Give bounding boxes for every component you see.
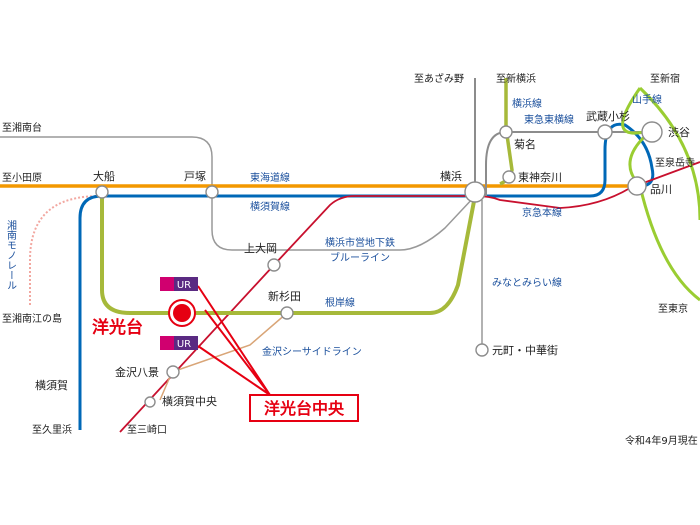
station-node-musashi-kosugi — [597, 124, 613, 140]
yokodai-label: 洋光台 — [92, 317, 143, 338]
station-label-kamiooka: 上大岡 — [244, 241, 277, 255]
dest-tokyo: 至東京 — [658, 302, 688, 315]
station-label-musashi-kosugi: 武蔵小杉 — [586, 109, 630, 123]
line-label-yokosuka: 横須賀線 — [250, 200, 290, 213]
station-node-yokohama — [464, 181, 486, 203]
line-label-monorail: 湘南モノレール — [5, 219, 17, 290]
highlight-label: 洋光台中央 — [264, 399, 345, 418]
line-label-blueline-2: ブルーライン — [330, 251, 390, 264]
station-node-kamiooka — [267, 258, 281, 272]
station-label-kanazawa-hakkei: 金沢八景 — [115, 365, 159, 379]
station-label-shibuya: 渋谷 — [668, 126, 690, 139]
dest-shonan-enoshima: 至湘南江の島 — [2, 312, 62, 325]
station-node-shinsugita — [280, 306, 294, 320]
shonandai-branch-line — [0, 136, 476, 251]
line-label-yamanote: 山手線 — [632, 93, 662, 106]
station-label-yokohama: 横浜 — [440, 169, 462, 183]
station-node-motomachi — [475, 343, 489, 357]
station-node-ofuna — [95, 185, 109, 199]
line-label-keikyu: 京急本線 — [522, 206, 562, 219]
yokodai-station-marker — [173, 304, 191, 322]
station-label-higashi-kanagawa: 東神奈川 — [518, 170, 562, 184]
station-label-totsuka: 戸塚 — [184, 170, 206, 183]
line-label-toyoko: 東急東横線 — [524, 113, 574, 126]
line-label-negishi: 根岸線 — [325, 296, 355, 309]
footnote: 令和4年9月現在 — [625, 434, 698, 447]
line-label-seaside: 金沢シーサイドライン — [262, 345, 362, 358]
station-node-shibuya — [641, 121, 663, 143]
station-label-shinagawa: 品川 — [650, 183, 672, 196]
dest-odawara: 至小田原 — [2, 172, 42, 184]
negishi-line — [100, 195, 477, 315]
station-node-shinagawa — [627, 176, 647, 196]
line-label-minatomirai: みなとみらい線 — [492, 276, 562, 289]
station-node-yokosuka-chuo — [144, 396, 156, 408]
station-node-totsuka — [205, 185, 219, 199]
seaside-line — [159, 312, 288, 401]
line-label-tokaido: 東海道線 — [250, 171, 290, 184]
dest-azamino: 至あざみ野 — [414, 72, 464, 85]
highlight-box — [249, 394, 359, 422]
line-label-blueline-1: 横浜市営地下鉄 — [325, 236, 395, 249]
ur-logo-top-text: UR — [177, 280, 191, 291]
callout-lines — [197, 285, 271, 396]
shonan-monorail-line — [29, 195, 101, 305]
station-label-yokosuka: 横須賀 — [35, 378, 68, 392]
yamanote-line — [621, 86, 700, 302]
keikyu-line — [119, 161, 700, 433]
ur-logo-bottom: UR — [160, 336, 198, 350]
station-label-ofuna: 大船 — [93, 169, 115, 183]
station-label-motomachi: 元町・中華街 — [492, 343, 558, 357]
station-label-kikuna: 菊名 — [514, 137, 536, 151]
dest-shin-yokohama: 至新横浜 — [496, 72, 536, 85]
station-node-higashi-kanagawa — [502, 170, 516, 184]
station-label-shinsugita: 新杉田 — [268, 289, 301, 303]
dest-shinjuku: 至新宿 — [650, 72, 680, 85]
dest-sengakuji: 至泉岳寺 — [655, 156, 695, 169]
dest-kurihama: 至久里浜 — [32, 424, 72, 436]
station-label-yokosuka-chuo: 横須賀中央 — [162, 394, 217, 408]
station-node-kanazawa-hakkei — [166, 365, 180, 379]
station-node-kikuna — [499, 125, 513, 139]
ur-logo-bottom-text: UR — [177, 339, 191, 350]
line-label-yokohama: 横浜線 — [512, 97, 542, 110]
dest-shonandai: 至湘南台 — [2, 121, 42, 134]
ur-logo-top: UR — [160, 277, 198, 291]
dest-misakiguchi: 至三崎口 — [127, 423, 167, 436]
